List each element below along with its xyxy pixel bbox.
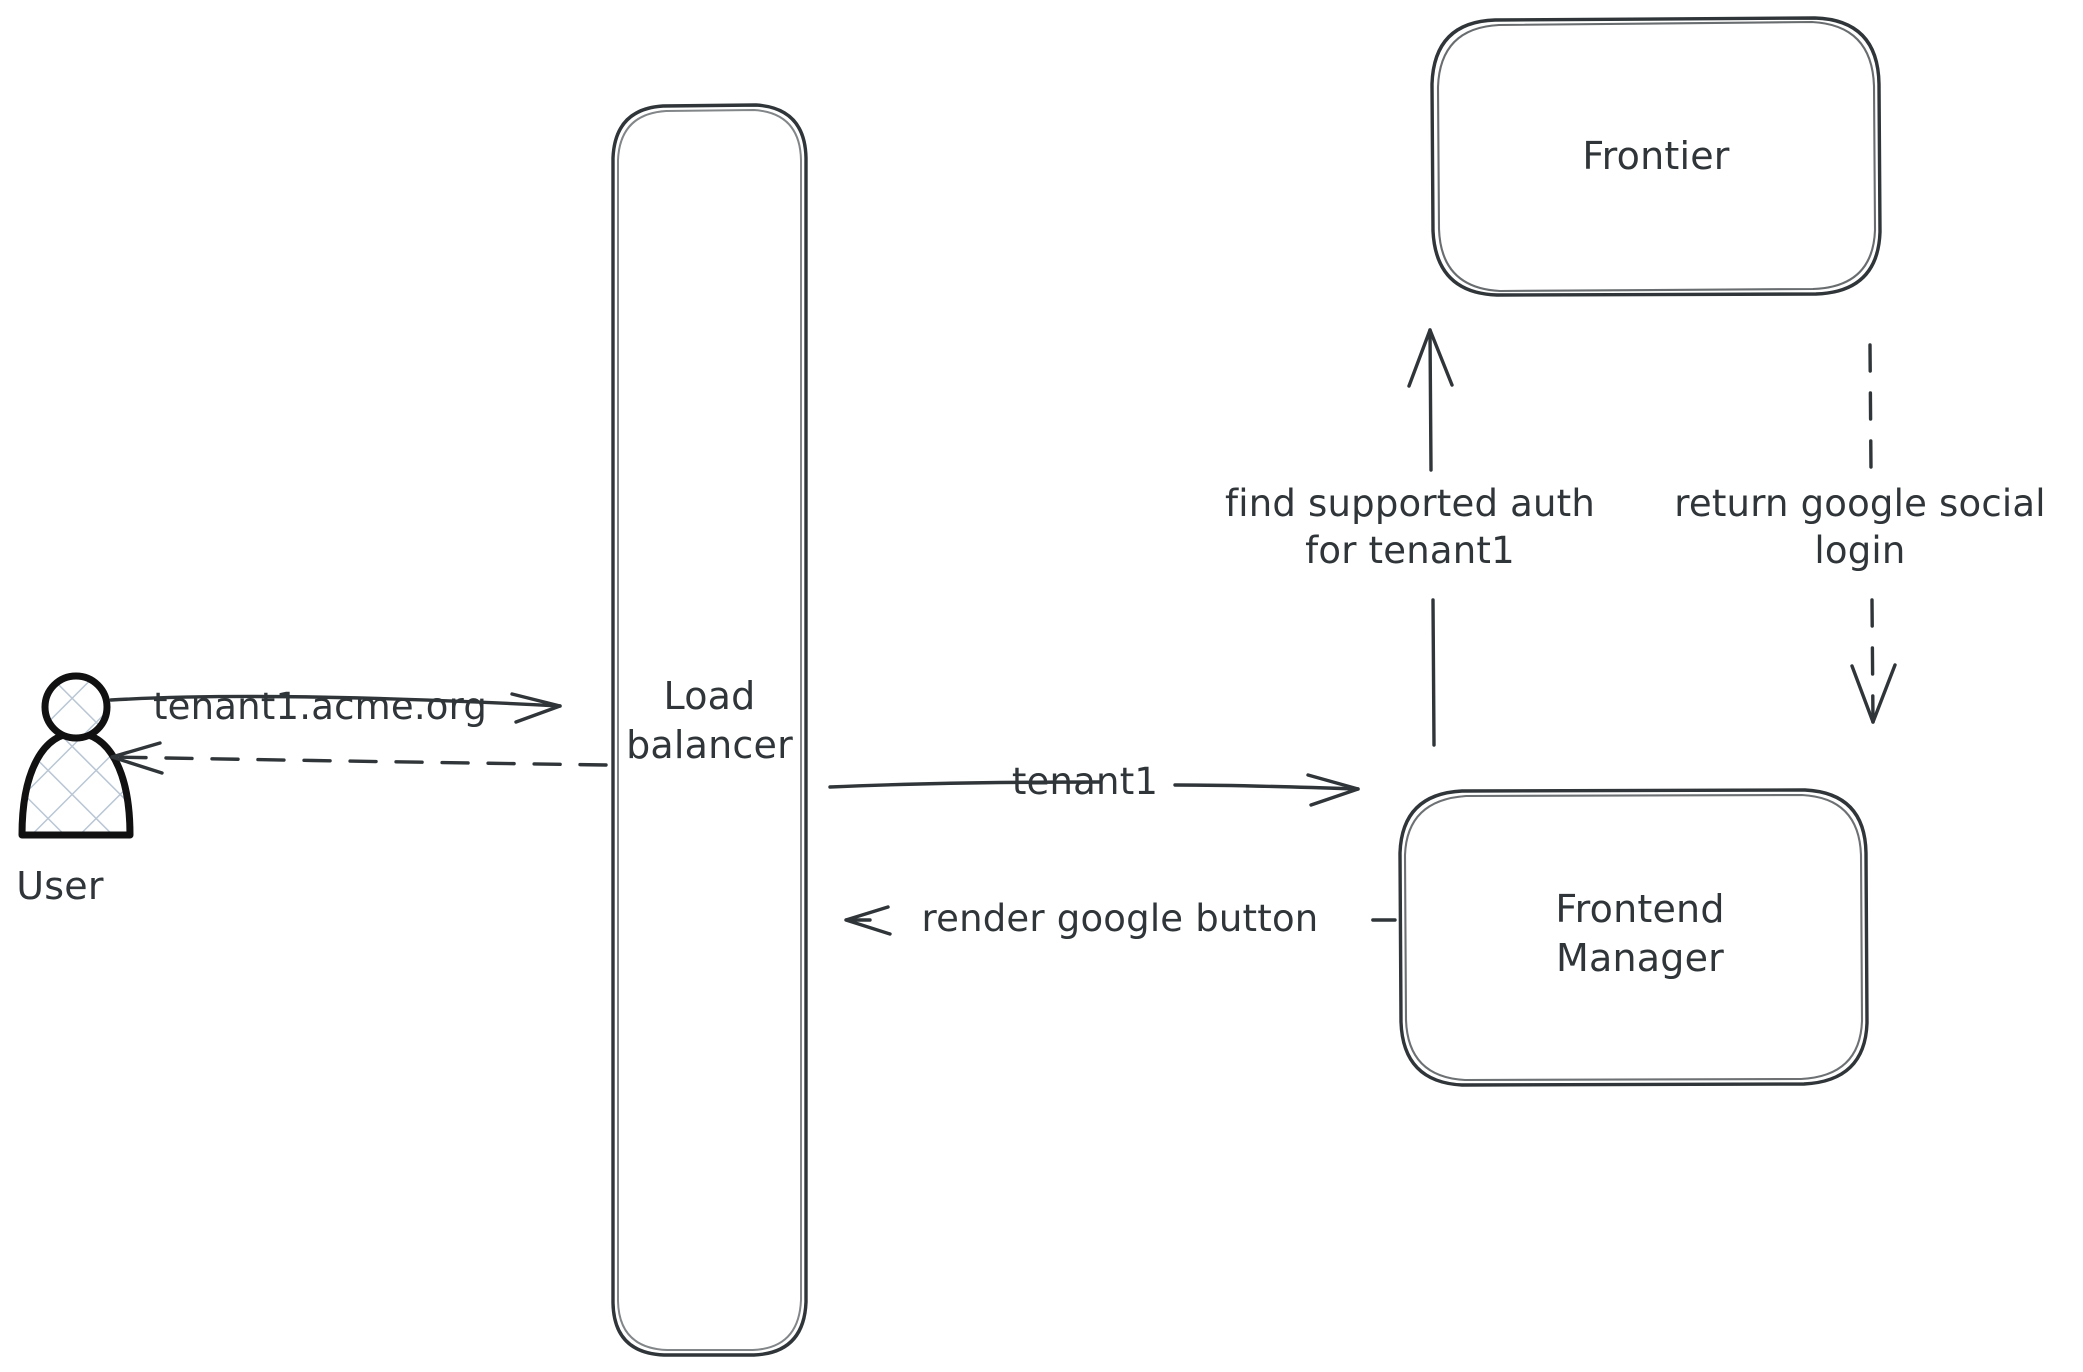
edge-lb-to-fm [828,773,1360,807]
edge-fm-to-frontier [1407,328,1454,747]
node-load-balancer-shape [611,103,808,1357]
edge-lb-to-user [110,741,608,775]
edge-frontier-to-fm [1850,343,1897,724]
user-figure-icon [18,672,134,839]
edge-fm-to-lb [844,905,1397,936]
edge-user-to-lb [109,692,562,724]
node-frontier-shape [1430,16,1882,297]
node-frontend-manager-shape [1398,788,1869,1087]
